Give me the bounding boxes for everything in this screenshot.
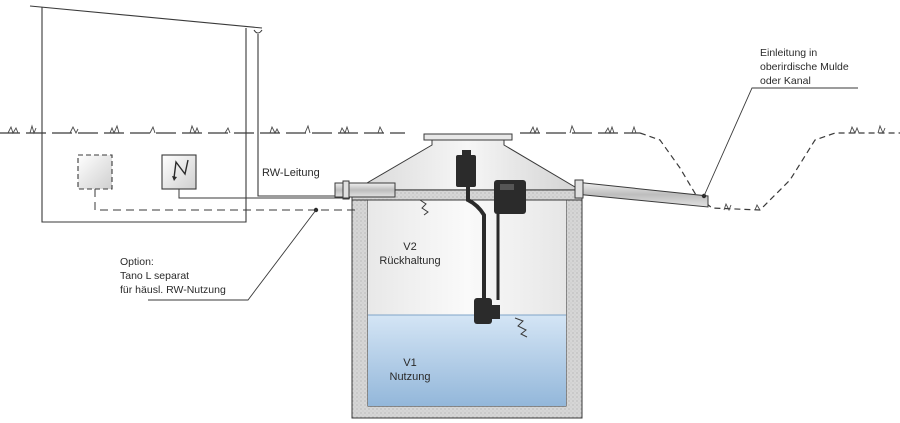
ditch	[639, 132, 900, 211]
option-dashed-line	[94, 189, 360, 211]
einleitung-leader	[703, 87, 858, 197]
option-leader	[148, 209, 317, 301]
control-box	[161, 154, 197, 190]
lightning-control-icon	[173, 159, 189, 179]
downpipe	[257, 34, 345, 197]
v2-label: V2	[403, 241, 416, 253]
einleitung-label-line3: oder Kanal	[760, 75, 811, 87]
ground-line	[0, 132, 900, 211]
v1-sub-label: Nutzung	[390, 371, 431, 383]
pump-equipment	[456, 150, 526, 324]
house-roof	[29, 5, 263, 29]
water-level-marker-upper	[419, 199, 429, 216]
gutter	[253, 29, 263, 34]
einleitung-label-line2: oberirdische Mulde	[760, 61, 849, 73]
house-left-wall	[41, 7, 247, 223]
water-level-marker-lower	[514, 317, 528, 338]
inlet-pipe	[334, 180, 396, 200]
einleitung-label-line1: Einleitung in	[760, 47, 817, 59]
v1-label: V1	[403, 357, 416, 369]
house	[29, 5, 345, 223]
pump-control-unit	[456, 155, 476, 187]
grass	[7, 124, 886, 212]
submersible-pump	[474, 298, 492, 324]
option-label-line3: für häusl. RW-Nutzung	[120, 284, 226, 296]
tank-air-volume	[368, 200, 566, 315]
tank	[351, 133, 583, 419]
tank-water-volume	[368, 315, 566, 406]
v2-sub-label: Rückhaltung	[379, 255, 440, 267]
outlet-pipe	[574, 179, 709, 208]
rw-leitung-label: RW-Leitung	[262, 167, 320, 179]
control-cable	[178, 189, 350, 199]
tank-lid	[423, 133, 513, 141]
option-label-line1: Option:	[120, 256, 154, 268]
option-label-line2: Tano L separat	[120, 270, 189, 282]
option-box	[77, 154, 113, 190]
